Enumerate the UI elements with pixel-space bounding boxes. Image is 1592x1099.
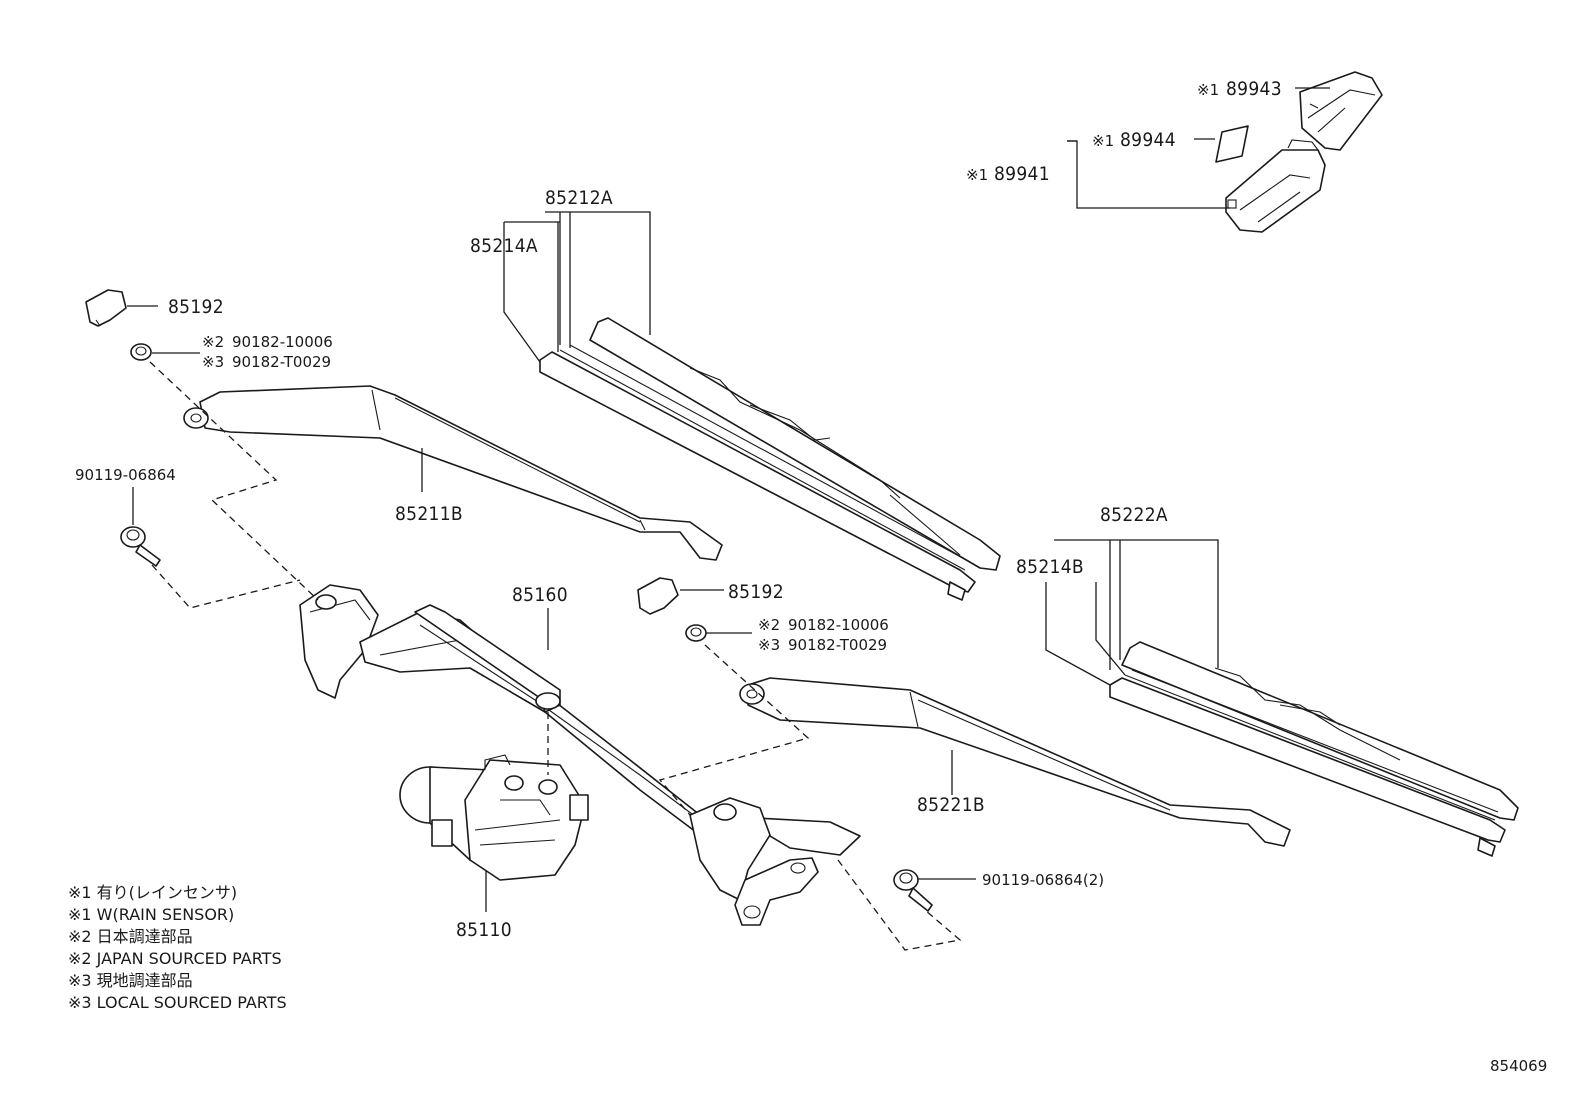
figure-id: 854069 [1490, 1057, 1547, 1075]
callout-90182-10006-left: 90182-10006 [232, 333, 333, 351]
footnotes: ※1 有り(レインセンサ) ※1 W(RAIN SENSOR) ※2 日本調達部… [68, 883, 287, 1012]
callout-90119-06864-right: 90119-06864(2) [982, 871, 1104, 889]
wiper-arm-left-85211B [183, 385, 723, 561]
callout-89944: 89944 [1120, 129, 1176, 151]
callout-90182-10006-mid: 90182-10006 [788, 616, 889, 634]
callout-85212A: 85212A [545, 187, 613, 209]
note-6: ※3 LOCAL SOURCED PARTS [68, 993, 287, 1012]
cap-85192-mid [637, 577, 679, 615]
marker-89941: ※1 [966, 166, 988, 184]
marker-89944: ※1 [1092, 132, 1114, 150]
note-1: ※1 有り(レインセンサ) [68, 883, 237, 902]
rain-sensor-pad-89944 [1215, 125, 1249, 163]
wiper-link-85160 [299, 584, 861, 926]
callout-85222A: 85222A [1100, 504, 1168, 526]
callout-90182-T0029-mid: 90182-T0029 [788, 636, 887, 654]
callout-85192-left: 85192 [168, 296, 224, 318]
wiper-blade-left-85212A [539, 317, 1001, 601]
bolt-90119-left [120, 526, 161, 567]
callout-85110: 85110 [456, 919, 512, 941]
callout-85160: 85160 [512, 584, 568, 606]
wiper-blade-right-85222A [1109, 641, 1519, 857]
marker-90182-10006-left: ※2 [202, 333, 224, 351]
note-5: ※3 現地調達部品 [68, 971, 193, 990]
callout-85214A: 85214A [470, 235, 538, 257]
bolt-90119-right [893, 869, 933, 912]
callout-89943: 89943 [1226, 78, 1282, 100]
marker-90182-T0029-mid: ※3 [758, 636, 780, 654]
callout-85211B: 85211B [395, 503, 463, 525]
marker-90182-10006-mid: ※2 [758, 616, 780, 634]
rain-sensor-89941 [1225, 139, 1326, 233]
marker-90182-T0029-left: ※3 [202, 353, 224, 371]
note-3: ※2 日本調達部品 [68, 927, 193, 946]
rain-sensor-cover-89943 [1299, 71, 1383, 151]
callout-90182-T0029-left: 90182-T0029 [232, 353, 331, 371]
callout-90119-06864-left: 90119-06864 [75, 466, 176, 484]
callout-85192-mid: 85192 [728, 581, 784, 603]
nut-90182-left [130, 343, 152, 361]
marker-89943: ※1 [1197, 81, 1219, 99]
note-4: ※2 JAPAN SOURCED PARTS [68, 949, 282, 968]
callout-85221B: 85221B [917, 794, 985, 816]
callout-85214B: 85214B [1016, 556, 1084, 578]
wiper-arm-right-85221B [739, 677, 1291, 847]
cap-85192-left [85, 289, 127, 327]
wiper-motor-85110 [399, 754, 589, 881]
nut-90182-mid [685, 624, 707, 642]
callout-89941: 89941 [994, 163, 1050, 185]
note-2: ※1 W(RAIN SENSOR) [68, 905, 234, 924]
